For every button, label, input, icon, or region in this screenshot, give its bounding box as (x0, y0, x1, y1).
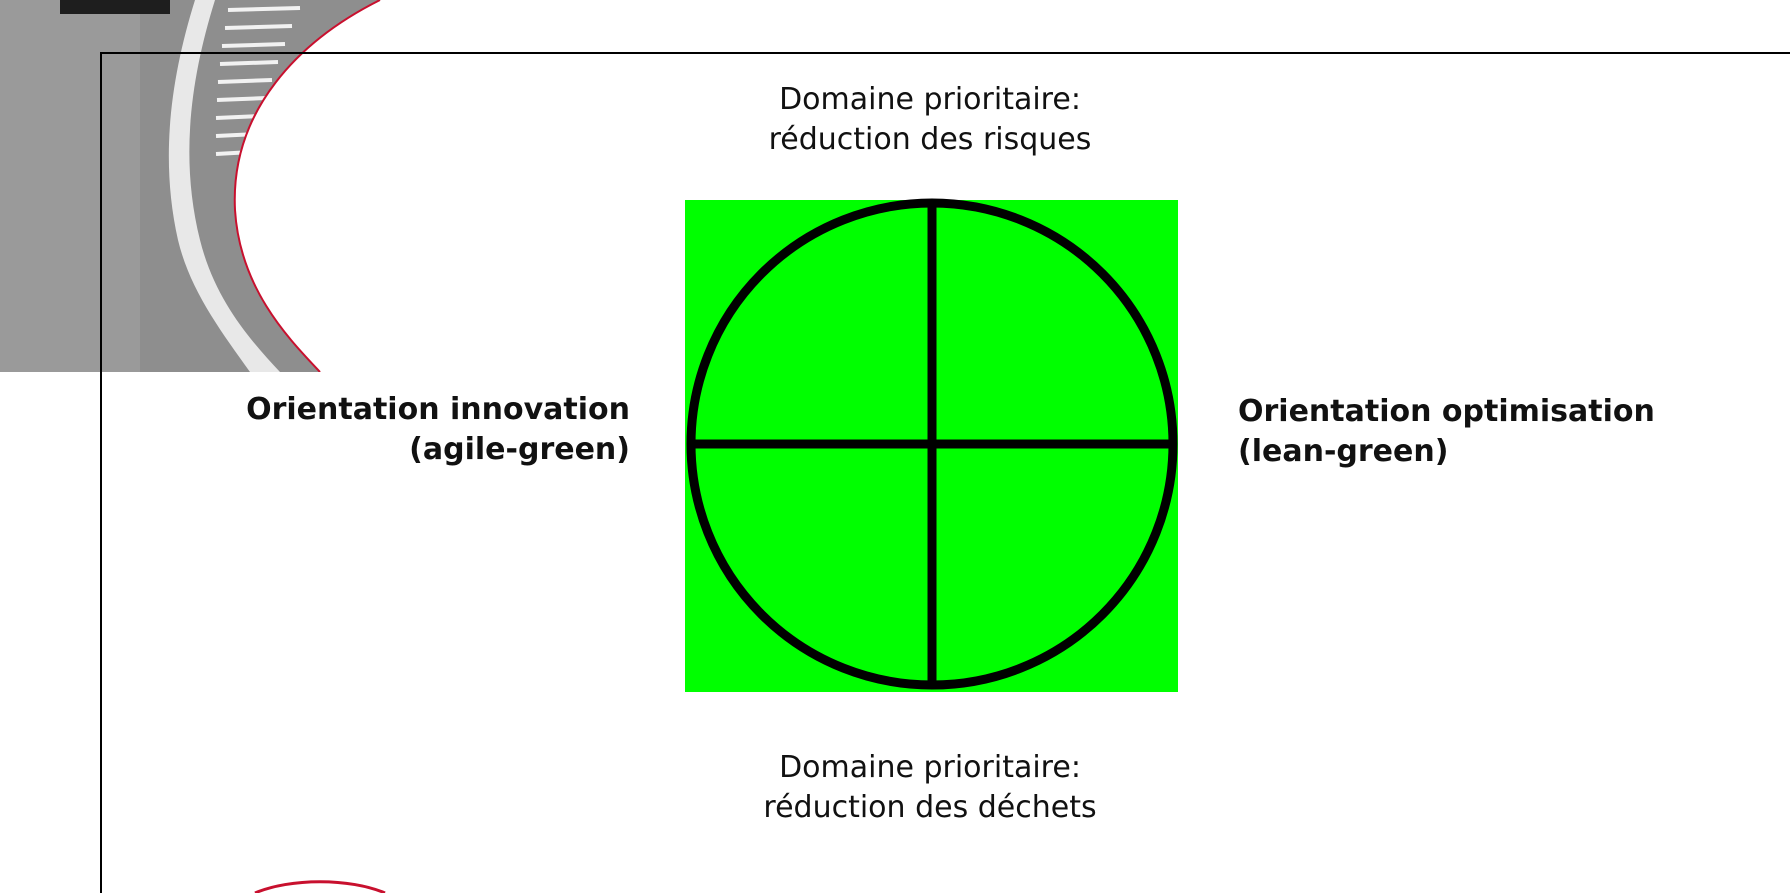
left-label-line2: (agile-green) (409, 432, 630, 467)
frame-left-border (100, 52, 102, 893)
bottom-label-line1: Domaine prioritaire: (779, 750, 1081, 785)
bottom-label-line2: réduction des déchets (763, 790, 1097, 825)
top-label-line1: Domaine prioritaire: (779, 82, 1081, 117)
top-label: Domaine prioritaire: réduction des risqu… (700, 80, 1160, 160)
frame-top-border (100, 52, 1790, 54)
red-arc-decoration (254, 880, 386, 893)
quadrant-diagram (685, 198, 1178, 692)
right-label: Orientation optimisation (lean-green) (1238, 392, 1738, 472)
left-label: Orientation innovation (agile-green) (120, 390, 630, 470)
bottom-label: Domaine prioritaire: réduction des déche… (700, 748, 1160, 828)
top-label-line2: réduction des risques (768, 122, 1092, 157)
right-label-line1: Orientation optimisation (1238, 394, 1655, 429)
road-photo-decoration (0, 0, 381, 380)
right-label-line2: (lean-green) (1238, 434, 1449, 469)
left-label-line1: Orientation innovation (246, 392, 630, 427)
